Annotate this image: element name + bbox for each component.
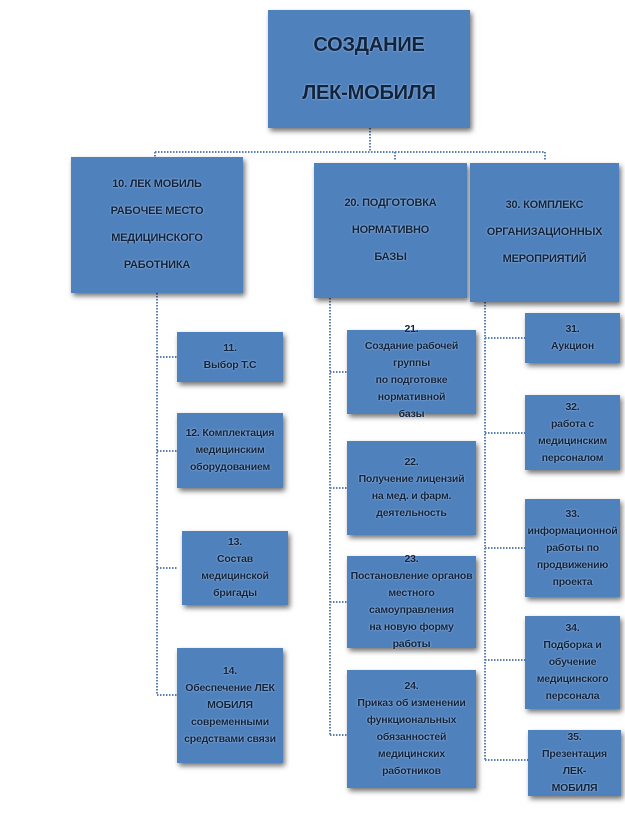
task-node-14: 14. Обеспечение ЛЕК МОБИЛЯ современными … — [177, 648, 283, 763]
task-node-11: 11. Выбор Т.С — [177, 332, 283, 382]
task-node-22: 22. Получение лицензий на мед. и фарм. д… — [347, 441, 476, 535]
task-node-35: 35. Презентация ЛЕК- МОБИЛЯ — [528, 730, 621, 796]
branch-node-20: 20. ПОДГОТОВКА НОРМАТИВНО БАЗЫ — [314, 163, 467, 298]
task-node-24: 24. Приказ об изменении функциональных о… — [347, 670, 476, 788]
branch-node-10: 10. ЛЕК МОБИЛЬ РАБОЧЕЕ МЕСТО МЕДИЦИНСКОГ… — [71, 157, 243, 293]
task-node-21: 21. Создание рабочей группы по подготовк… — [347, 323, 476, 420]
branch-node-30: 30. КОМПЛЕКС ОРГАНИЗАЦИОННЫХ МЕРОПРИЯТИЙ — [470, 163, 619, 302]
task-node-33: 33. информационной работы по продвижению… — [525, 499, 620, 597]
task-node-32: 32. работа с медицинским персоналом — [525, 395, 620, 470]
task-node-31: 31. Аукцион — [525, 313, 620, 363]
task-node-23: 23. Постановление органов местного самоу… — [347, 553, 476, 650]
root-node: СОЗДАНИЕ ЛЕК-МОБИЛЯ — [268, 10, 470, 128]
task-node-13: 13. Состав медицинской бригады — [182, 531, 288, 605]
task-node-12: 12. Комплектация медицинским оборудовани… — [177, 413, 283, 488]
task-node-34: 34. Подборка и обучение медицинского пер… — [525, 616, 620, 709]
